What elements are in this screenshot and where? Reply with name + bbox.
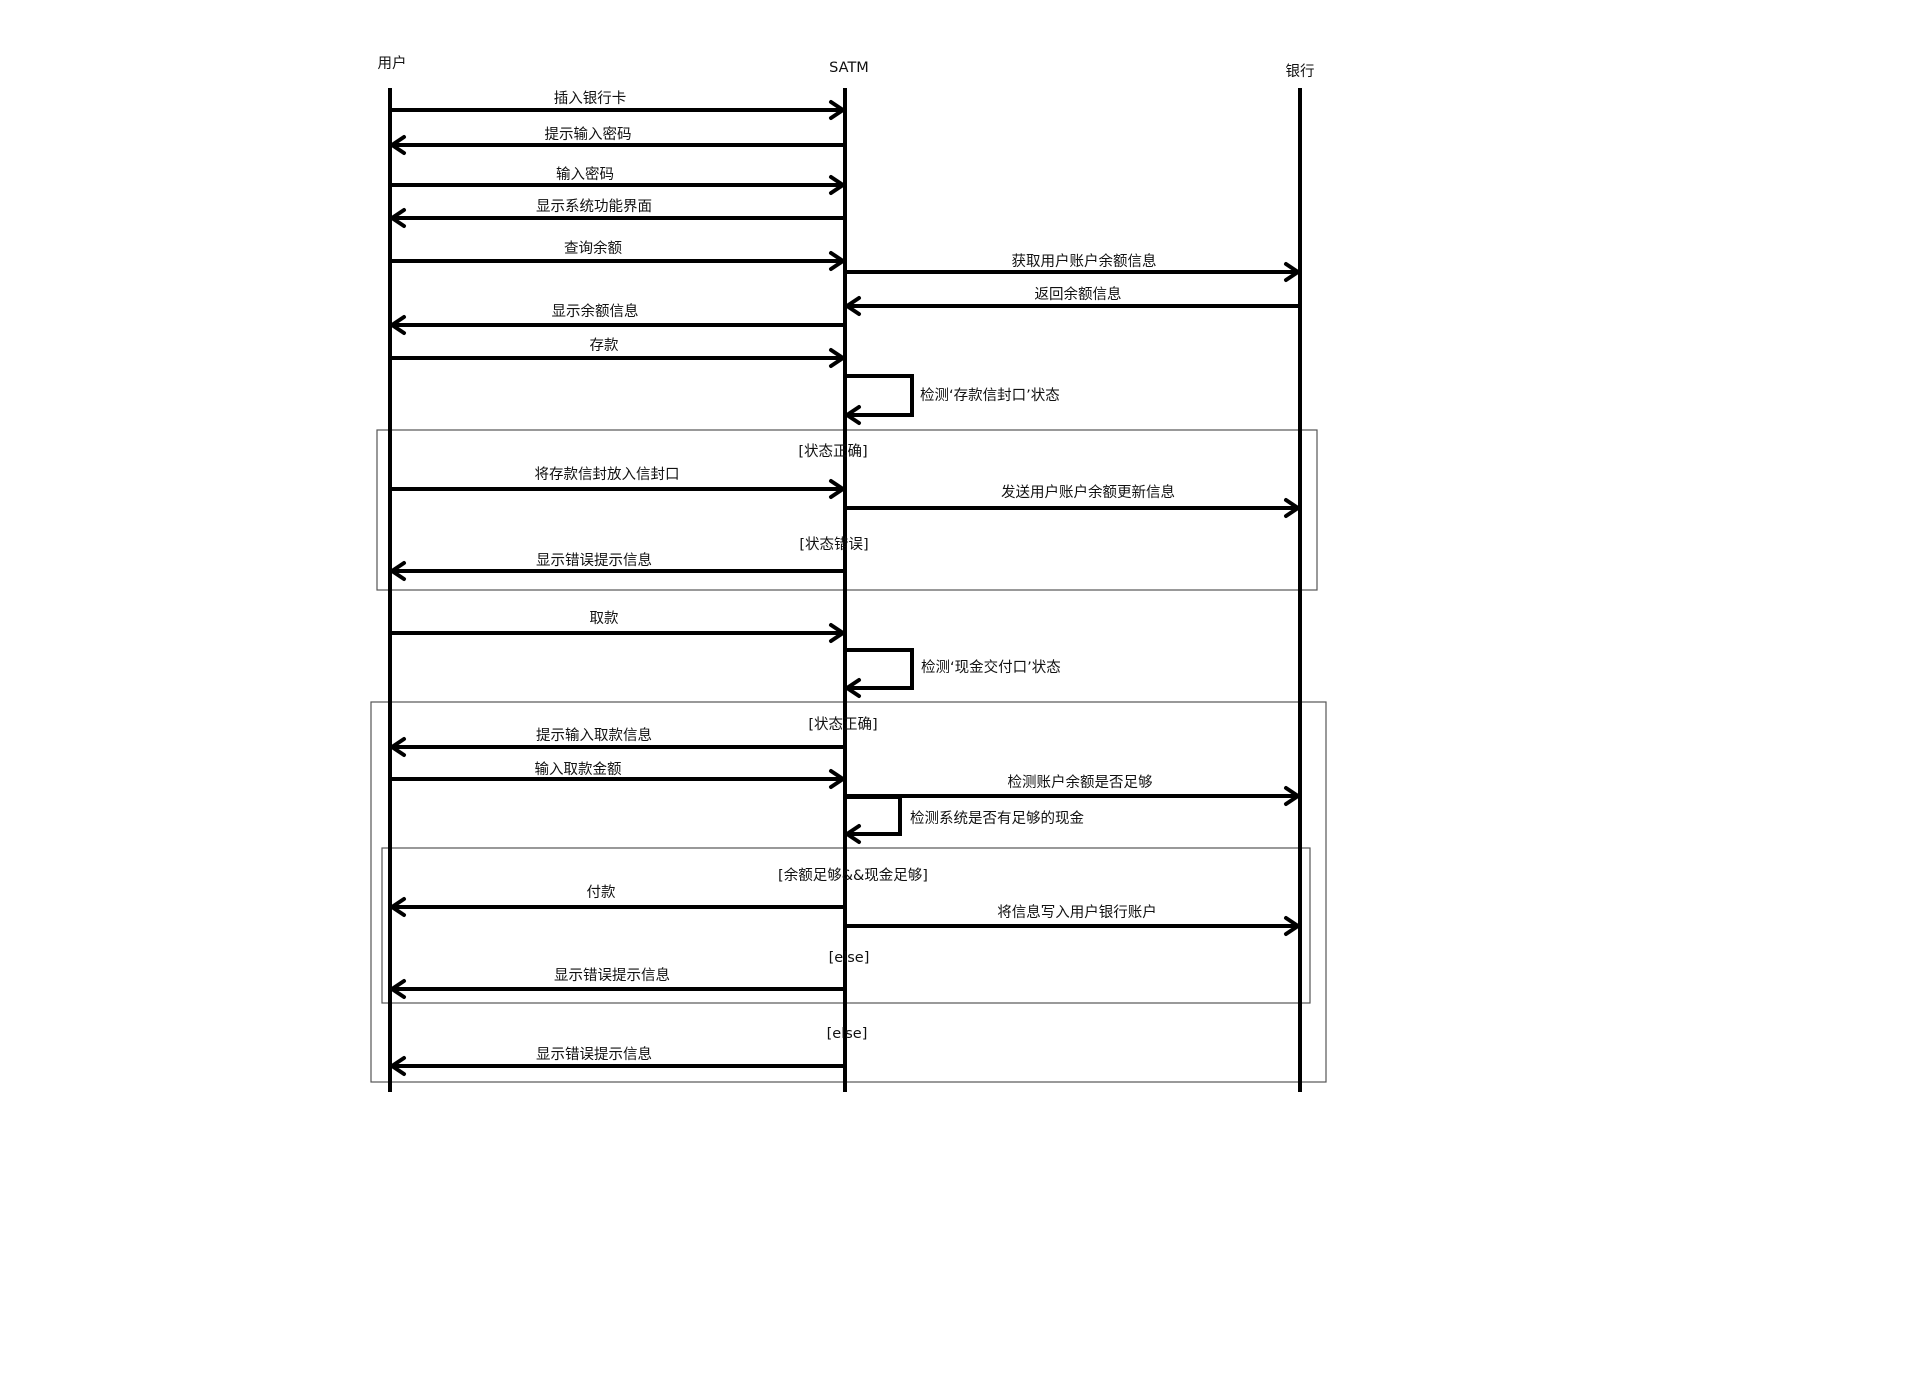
- message-label: 输入取款金额: [535, 761, 622, 778]
- participant-user: 用户: [378, 55, 407, 72]
- message-label: 返回余额信息: [1035, 285, 1122, 303]
- message-label: 付款: [587, 884, 616, 901]
- message-label: 查询余额: [564, 239, 622, 257]
- guard-balance-and-cash-enough: [余额足够&&现金足够]: [778, 866, 928, 884]
- message-send-balance-update: 发送用户账户余额更新信息: [845, 483, 1300, 518]
- message-prompt-withdraw-info: 提示输入取款信息: [390, 727, 845, 757]
- message-label: 显示系统功能界面: [536, 198, 652, 215]
- message-insert-card: 插入银行卡: [390, 90, 845, 120]
- message-check-cash-slot: 检测‘现金交付口’状态: [845, 648, 1061, 698]
- message-label: 检测‘存款信封口’状态: [920, 387, 1060, 404]
- message-show-error-payment: 显示错误提示信息: [390, 967, 845, 999]
- message-query-balance: 查询余额: [390, 239, 845, 271]
- message-put-envelope: 将存款信封放入信封口: [390, 466, 845, 499]
- message-label: 发送用户账户余额更新信息: [1001, 483, 1175, 501]
- message-label: 取款: [590, 610, 619, 627]
- message-label: 将信息写入用户银行账户: [997, 904, 1157, 921]
- message-enter-amount: 输入取款金额: [390, 761, 845, 789]
- message-check-envelope-slot: 检测‘存款信封口’状态: [845, 374, 1060, 425]
- message-label: 检测‘现金交付口’状态: [921, 658, 1061, 676]
- participant-bank: 银行: [1286, 63, 1315, 80]
- message-show-error-withdraw: 显示错误提示信息: [390, 1046, 845, 1076]
- message-deposit: 存款: [390, 337, 845, 368]
- message-return-balance: 返回余额信息: [845, 285, 1300, 316]
- message-check-account-balance: 检测账户余额是否足够: [845, 773, 1300, 806]
- message-label: 显示余额信息: [552, 302, 639, 320]
- guard-state-ok: [状态正确]: [798, 443, 867, 460]
- message-label: 存款: [590, 337, 619, 354]
- message-label: 将存款信封放入信封口: [535, 466, 680, 483]
- guard-withdraw-ok: [状态正确]: [808, 716, 877, 733]
- guard-else-inner: [else]: [829, 950, 870, 966]
- message-label: 显示错误提示信息: [536, 552, 652, 569]
- message-get-balance: 获取用户账户余额信息: [845, 252, 1300, 282]
- message-label: 显示错误提示信息: [554, 967, 670, 984]
- message-label: 获取用户账户余额信息: [1012, 252, 1157, 270]
- message-show-menu: 显示系统功能界面: [390, 198, 845, 228]
- participant-satm: SATM: [829, 60, 869, 76]
- message-label: 提示输入取款信息: [536, 727, 652, 744]
- message-label: 输入密码: [556, 166, 614, 183]
- message-prompt-password: 提示输入密码: [390, 126, 845, 155]
- message-write-account: 将信息写入用户银行账户: [845, 904, 1300, 936]
- message-label: 检测账户余额是否足够: [1008, 773, 1153, 791]
- message-check-system-cash: 检测系统是否有足够的现金: [845, 795, 1084, 844]
- message-label: 检测系统是否有足够的现金: [910, 810, 1084, 827]
- message-show-balance: 显示余额信息: [390, 302, 845, 335]
- message-show-error-deposit: 显示错误提示信息: [390, 552, 845, 581]
- fragment-withdraw-alt: [370, 701, 1327, 1083]
- message-label: 显示错误提示信息: [536, 1046, 652, 1063]
- message-label: 提示输入密码: [545, 126, 632, 143]
- message-enter-password: 输入密码: [390, 166, 845, 195]
- message-label: 插入银行卡: [554, 90, 627, 107]
- message-pay: 付款: [390, 884, 845, 917]
- message-withdraw: 取款: [390, 610, 845, 643]
- guard-else-outer: [else]: [827, 1026, 868, 1042]
- guard-state-error: [状态错误]: [799, 536, 868, 553]
